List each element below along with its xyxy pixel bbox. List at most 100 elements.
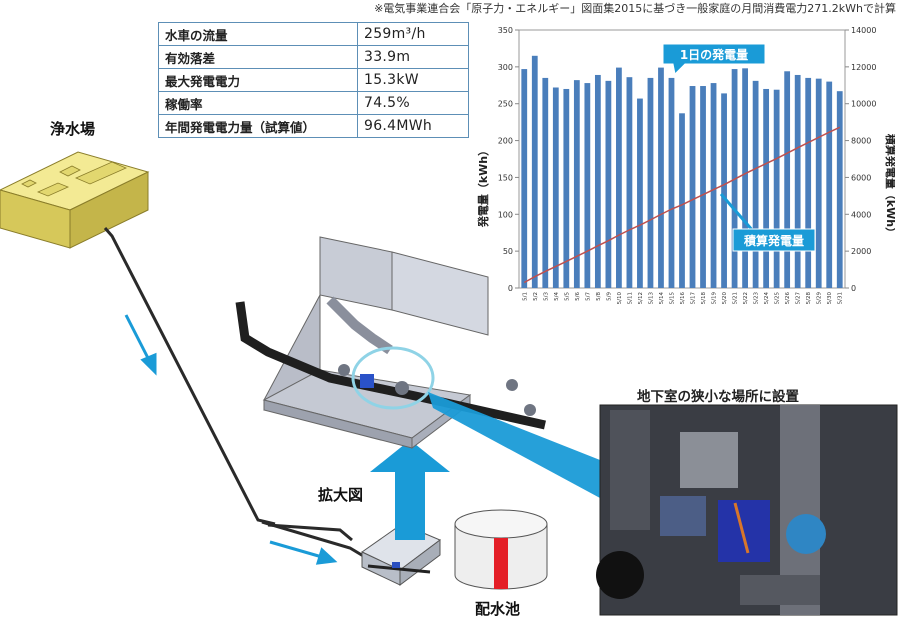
x-tick-label: 5/10 <box>617 292 623 305</box>
y-axis-label-left: 発電量（kWh） <box>476 145 490 228</box>
x-tick-label: 5/8 <box>596 292 602 301</box>
spec-value: 74.5% <box>357 91 469 115</box>
x-tick-label: 5/23 <box>754 292 760 305</box>
bar <box>679 113 685 288</box>
y-tick-label-left: 50 <box>503 247 513 256</box>
x-tick-label: 5/28 <box>806 292 812 305</box>
line-series-name: 積算発電量 <box>743 233 804 248</box>
y-tick-label-left: 350 <box>498 26 513 35</box>
bar <box>773 89 780 288</box>
bar <box>552 87 559 288</box>
bar <box>637 98 643 288</box>
x-tick-label: 5/30 <box>827 292 833 305</box>
y-tick-label-right: 8000 <box>851 137 871 146</box>
y-tick-label-left: 250 <box>498 100 513 109</box>
line-series-callout: 積算発電量 <box>719 193 816 252</box>
bar <box>836 91 843 288</box>
x-tick-label: 5/12 <box>638 292 644 304</box>
x-tick-label: 5/31 <box>838 292 844 304</box>
y-tick-label-left: 0 <box>508 284 513 293</box>
y-tick-label-right: 4000 <box>851 210 871 219</box>
bar <box>616 67 622 288</box>
x-tick-label: 5/22 <box>743 292 749 304</box>
bar <box>700 86 706 288</box>
y-tick-label-right: 10000 <box>851 100 876 109</box>
bar <box>752 80 759 288</box>
bar <box>521 69 528 288</box>
spec-value: 33.9m <box>357 45 469 69</box>
bar <box>626 77 633 288</box>
y-axis-label-right: 積算発電量（kWh） <box>884 133 895 238</box>
expand-arrow-icon <box>370 440 450 540</box>
callout-wedge <box>428 392 600 498</box>
x-tick-label: 5/26 <box>785 292 791 305</box>
x-tick-label: 5/21 <box>733 292 739 304</box>
spec-label: 有効落差 <box>158 45 358 69</box>
source-note: ※電気事業連合会「原子力・エネルギー」図面集2015に基づき一般家庭の月間消費電… <box>374 2 896 15</box>
y-tick-label-right: 2000 <box>851 247 871 256</box>
y-tick-label-left: 200 <box>498 137 513 146</box>
bar <box>805 77 812 288</box>
spec-label: 水車の流量 <box>158 22 358 46</box>
bar <box>573 80 580 288</box>
y-tick-label-left: 300 <box>498 63 513 72</box>
x-tick-label: 5/11 <box>627 292 633 304</box>
x-tick-label: 5/7 <box>585 292 591 301</box>
reservoir-tank-icon <box>454 509 548 590</box>
bar <box>563 88 570 288</box>
x-tick-label: 5/24 <box>764 292 770 305</box>
spec-label: 稼働率 <box>158 91 358 115</box>
bar <box>594 74 601 288</box>
y-tick-label-right: 12000 <box>851 63 876 72</box>
purification-plant-icon <box>0 151 150 249</box>
y-tick-label-left: 100 <box>498 210 513 219</box>
enlarged-view-label: 拡大図 <box>318 486 364 504</box>
generation-chart: 0501001502002503003500200040006000800010… <box>476 26 895 305</box>
bar <box>531 55 538 288</box>
x-tick-label: 5/5 <box>564 292 570 301</box>
bar <box>742 68 748 289</box>
x-tick-label: 5/15 <box>669 292 675 305</box>
y-tick-label-right: 0 <box>851 284 856 293</box>
bar <box>658 67 664 288</box>
bar <box>826 81 833 288</box>
installation-photo <box>596 404 898 616</box>
bar <box>605 80 612 288</box>
y-tick-label-right: 14000 <box>851 26 876 35</box>
bar <box>668 77 675 288</box>
x-tick-label: 5/6 <box>575 292 581 301</box>
x-tick-label: 5/1 <box>522 292 528 301</box>
bar <box>784 71 791 288</box>
x-tick-label: 5/2 <box>533 292 539 301</box>
spec-value: 96.4MWh <box>357 114 469 138</box>
bar <box>721 93 727 288</box>
x-tick-label: 5/9 <box>606 292 612 301</box>
bar-series-callout: 1日の発電量 <box>662 43 766 76</box>
flow-arrow-icon <box>124 314 338 565</box>
bar <box>763 88 770 288</box>
photo-caption: 地下室の狭小な場所に設置 <box>637 389 799 405</box>
bar <box>815 78 822 288</box>
bar <box>647 77 654 288</box>
bar-series-name: 1日の発電量 <box>680 47 748 62</box>
installation-enlarged-view <box>235 236 546 450</box>
y-tick-label-left: 150 <box>498 173 513 182</box>
spec-label: 年間発電電力量（試算値） <box>158 114 358 138</box>
x-tick-label: 5/29 <box>817 292 823 305</box>
x-tick-label: 5/4 <box>554 292 560 301</box>
x-tick-label: 5/25 <box>775 292 781 305</box>
x-tick-label: 5/16 <box>680 292 686 305</box>
x-tick-label: 5/17 <box>691 292 697 305</box>
cumulative-line <box>523 126 841 284</box>
x-tick-label: 5/20 <box>722 292 728 305</box>
bar <box>710 83 717 289</box>
x-tick-label: 5/14 <box>659 292 665 305</box>
x-tick-label: 5/18 <box>701 292 707 305</box>
x-tick-label: 5/3 <box>543 292 549 301</box>
